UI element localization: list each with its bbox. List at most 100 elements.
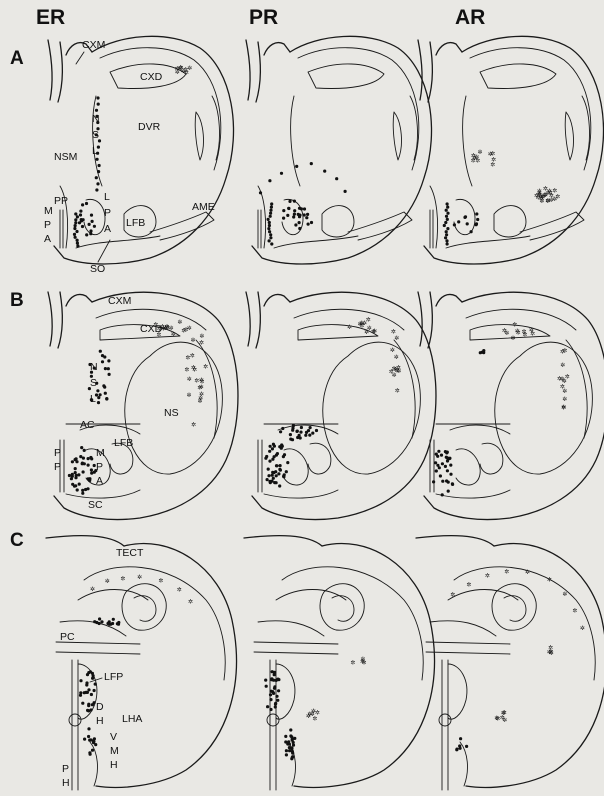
marker-pr-rim-b: ✲ [394,335,399,342]
marker-er-rim-b: ✲ [199,333,204,340]
label-a: A [44,233,51,245]
panel-b-ar [418,292,604,520]
label-d: D [96,701,104,713]
marker-pr-arc [344,190,347,193]
marker-pr-cluster [270,202,273,205]
marker-pr-ac-b [315,429,318,432]
marker-ar-ame: ✲ [543,185,548,192]
label-lfp: LFP [104,671,123,683]
marker-ar-pvm-b [446,459,449,462]
label-pp: PP [54,195,68,207]
marker-er-pc-c [95,621,98,624]
marker-er-pvm-b [87,464,90,467]
marker-er-nsl-b [95,393,98,396]
marker-er-nsl [96,121,99,124]
label-b-p2: P [54,461,61,473]
marker-er-nsl-b [97,401,100,404]
marker-er-nsl [95,115,98,118]
marker-er-nsl-b [88,363,91,366]
cell-markers: ✲✲✲✲✲✲✲✲✲✲✲✲✲✲✲✲✲✲✲✲✲✲✲✲✲✲✲✲✲✲✲✲✲✲✲✲✲✲✲✲… [68,65,585,761]
label-p-c: P [62,763,69,775]
marker-er-nsl-b [93,367,96,370]
row-label-c: C [10,530,24,551]
marker-pr-vmh-c [284,740,287,743]
marker-er-pp [85,233,88,236]
marker-pr-cluster [269,236,272,239]
marker-pr-lpa [298,227,301,230]
marker-ar-rim-b: ✲ [565,374,570,381]
marker-pr-dh-c [276,678,279,681]
marker-pr-pvm-b [282,475,285,478]
marker-er-nsl-b [101,360,104,363]
marker-pr-arc [323,170,326,173]
marker-pr-cluster [269,212,272,215]
marker-ar-lha-c: ✲ [495,716,500,723]
marker-er-cxd-b: ✲ [181,327,186,334]
label-p2: P [104,207,111,219]
marker-er-tect-c: ✲ [137,574,142,581]
marker-er-pp [81,203,84,206]
marker-er-pvm-b [71,483,74,486]
marker-pr-pvm-b [277,472,280,475]
marker-pr-lpa [293,209,296,212]
marker-pr-cxd-b: ✲ [371,328,376,335]
marker-pr-pp [76,215,79,218]
marker-ar-dvr: ✲ [478,149,483,156]
marker-ar-lpa [476,218,479,221]
marker-er-pvm-b [83,462,86,465]
column-title-pr: PR [249,6,278,29]
marker-er-nsl [95,109,98,112]
marker-er-pp [91,220,94,223]
marker-er-dh-c [87,704,90,707]
marker-ar-cluster [445,239,448,242]
marker-pr-lpa [286,214,289,217]
marker-er-dh-c [91,677,94,680]
marker-ar-cxd2-b: ✲ [529,327,534,334]
marker-er-rim-b: ✲ [191,364,196,371]
marker-er-pp [79,210,82,213]
marker-er-pc-c [117,621,120,624]
marker-pr-lha-c: ✲ [310,711,315,718]
marker-pr-pvm-b [278,468,281,471]
marker-pr-pvm-b [266,478,269,481]
marker-pr-dh-c [272,692,275,695]
marker-er-dh-c [87,688,90,691]
marker-er-pvm-b [87,457,90,460]
marker-er-pvm-b [74,476,77,479]
marker-pr-pvm-b [273,445,276,448]
marker-er-cxd: ✲ [178,65,183,72]
marker-pr-dh-c [273,687,276,690]
marker-ar-lpa [453,223,456,226]
marker-er-nsl [96,152,99,155]
marker-pr-dh-c [276,699,279,702]
panel-c-ar [416,536,604,790]
marker-ar-cluster [445,209,448,212]
marker-pr-lpa [305,216,308,219]
label-p: P [44,219,51,231]
marker-pr-pvm-b [271,458,274,461]
marker-er-cxd: ✲ [183,66,188,73]
marker-pr-lfp-c: ✲ [350,660,355,667]
marker-pr-pp [74,212,77,215]
marker-er-pvm-b [70,477,73,480]
marker-er-pvm-b [74,471,77,474]
marker-er-nsl-b [104,367,107,370]
marker-ar-rim-b: ✲ [560,383,565,390]
marker-ar-tect-c: ✲ [525,569,530,576]
marker-ar-dvr: ✲ [488,151,493,158]
marker-er-rim-b: ✲ [187,376,192,383]
marker-pr-vmh-c [284,735,287,738]
marker-ar-pvm-b [435,469,438,472]
marker-ar-lha-c: ✲ [500,715,505,722]
marker-pr-cluster [270,206,273,209]
label-v: V [110,731,117,743]
marker-pr-rim-b: ✲ [394,354,399,361]
label-m-c: M [110,745,119,757]
marker-er-tect-c: ✲ [90,586,95,593]
marker-pr-pvm-b [286,461,289,464]
marker-pr-dh-c [264,679,267,682]
marker-pr-dh-c [274,703,277,706]
marker-er-pvm-b [71,460,74,463]
marker-er-pp [78,221,81,224]
marker-pr-rim-b: ✲ [395,368,400,375]
